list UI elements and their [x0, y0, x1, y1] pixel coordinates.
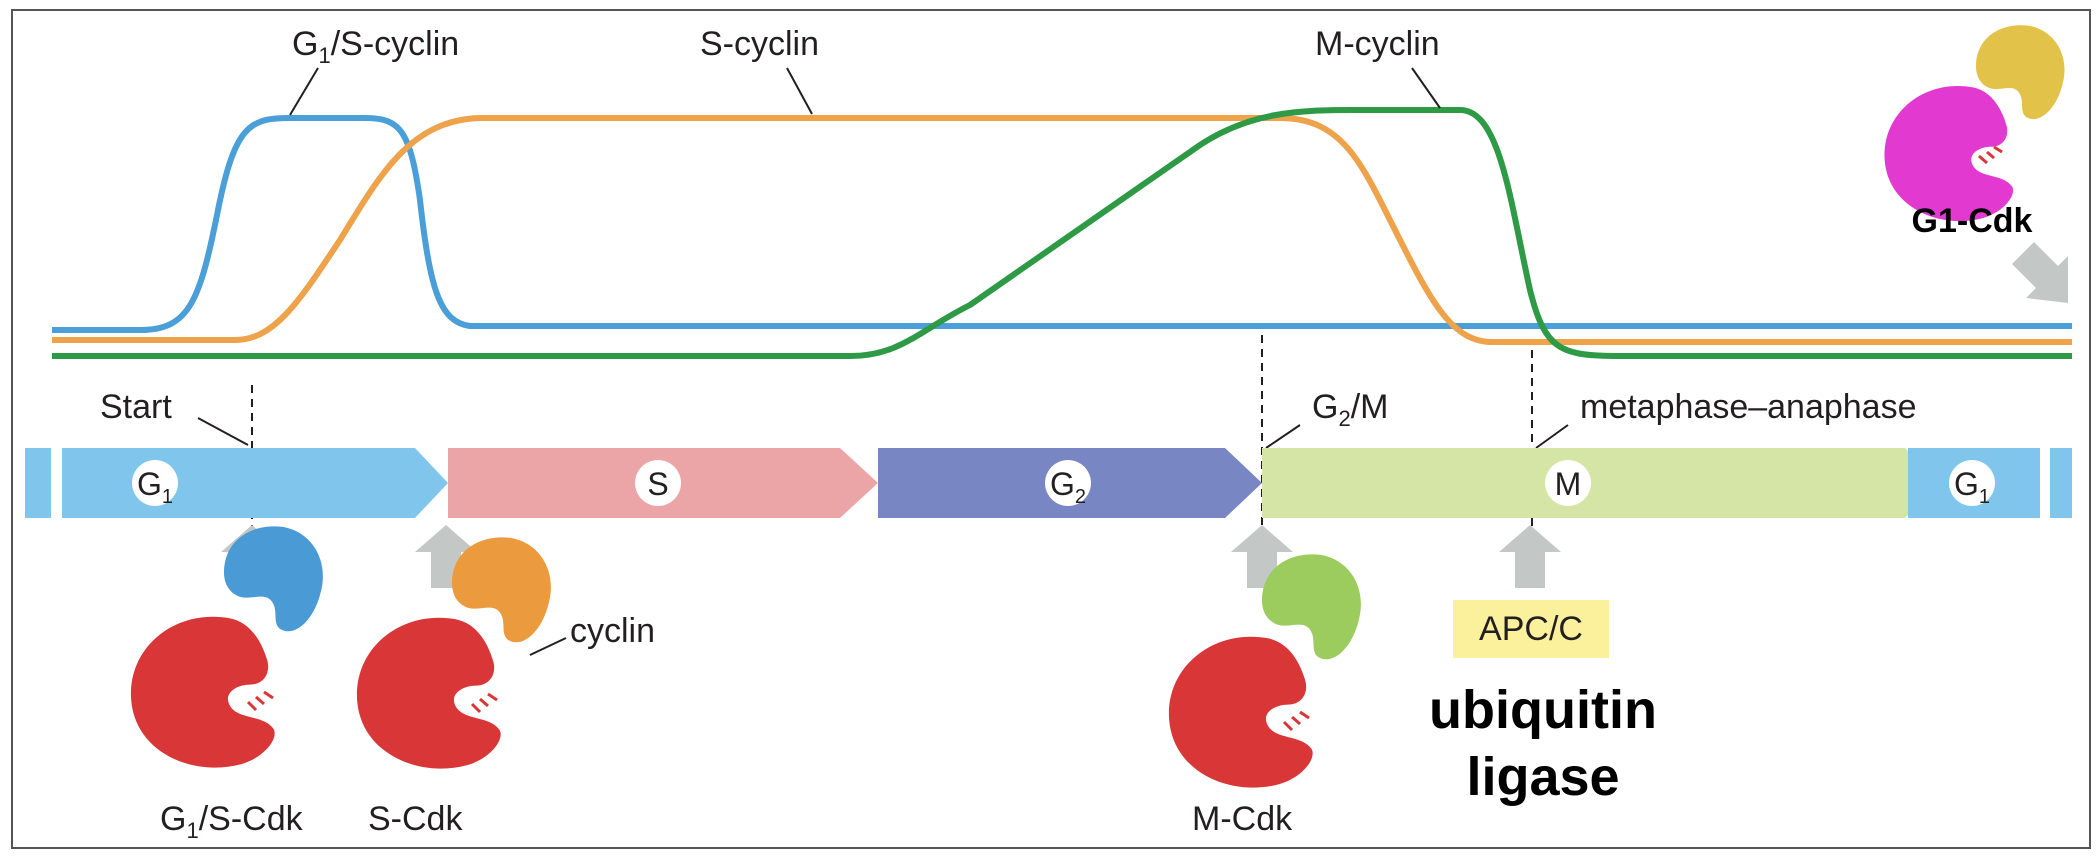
apc-note-line2: ligase [1466, 747, 1619, 807]
s-cdk-blob [356, 617, 501, 769]
s-cdk-label: S-Cdk [368, 800, 463, 838]
cyclin-leader [529, 637, 567, 656]
phase-m-circle [1545, 460, 1591, 506]
phase-g1-arrow [62, 448, 448, 518]
g2m-label: G2/M [1312, 388, 1388, 431]
phase-m-label: M [1555, 466, 1582, 502]
m-cyclin-curve [52, 107, 2072, 359]
m-cyclin-label: M-cyclin [1315, 25, 1440, 63]
g1s-cyclin-leader [289, 67, 319, 116]
phase-g2-circle [1045, 460, 1091, 506]
s-activity-marks [470, 692, 498, 714]
m-cdk-complex [1168, 554, 1361, 788]
g1s-cdk-complex [130, 526, 323, 768]
s-cyclin-curve [52, 115, 2072, 345]
m-cdk-blob [1168, 636, 1313, 788]
diagram-frame [11, 9, 2091, 849]
start-label: Start [100, 388, 172, 426]
start-leader [197, 417, 249, 446]
s-cdk-up-arrow [415, 525, 477, 588]
phase-g1-end-label: G1 [1954, 466, 1990, 508]
g1-cdk-label: G1-Cdk [1912, 202, 2033, 240]
g1-cdk-blob [1884, 86, 2014, 222]
metaphase-anaphase-label: metaphase–anaphase [1580, 388, 1917, 426]
g1-cdk-down-arrow [2012, 242, 2068, 303]
phase-g1-end-stub [2050, 448, 2072, 518]
m-activity-marks [1282, 710, 1310, 732]
g1s-activity-marks [246, 690, 274, 712]
phase-s-circle [635, 460, 681, 506]
g1s-cyclin-curve [52, 115, 2072, 333]
s-cyclin-leader [786, 67, 813, 115]
phase-g2-label: G2 [1050, 466, 1086, 508]
apc-box [1453, 600, 1609, 658]
m-cyclin-leader [1411, 67, 1441, 109]
cyclin-label: cyclin [570, 612, 655, 650]
metaphase-anaphase-leader [1535, 424, 1569, 449]
apc-label: APC/C [1479, 610, 1583, 648]
g1s-cdk-blob [130, 616, 275, 768]
phase-g1-start-stub [25, 448, 51, 518]
g1-cdk-complex [1884, 25, 2065, 222]
g1s-cdk-label: G1/S-Cdk [160, 800, 304, 843]
g1-activity-marks [1978, 145, 2003, 165]
m-cdk-up-arrow [1231, 525, 1293, 588]
s-cdk-complex [356, 537, 551, 769]
g2m-leader [1265, 424, 1301, 449]
phase-m-arrow [1262, 448, 1940, 518]
s-cyclin-label: S-cyclin [700, 25, 819, 63]
phase-s-label: S [647, 466, 668, 502]
phase-g1-circle [132, 460, 178, 506]
g1s-cyclin-label: G1/S-cyclin [292, 25, 459, 68]
m-cdk-label: M-Cdk [1192, 800, 1293, 838]
apc-up-arrow [1499, 525, 1561, 588]
g1s-cyclin-blob [224, 526, 323, 632]
phase-g1-label: G1 [137, 466, 173, 508]
phase-g1-end-circle [1949, 460, 1995, 506]
apc-note-line1: ubiquitin [1429, 680, 1657, 740]
